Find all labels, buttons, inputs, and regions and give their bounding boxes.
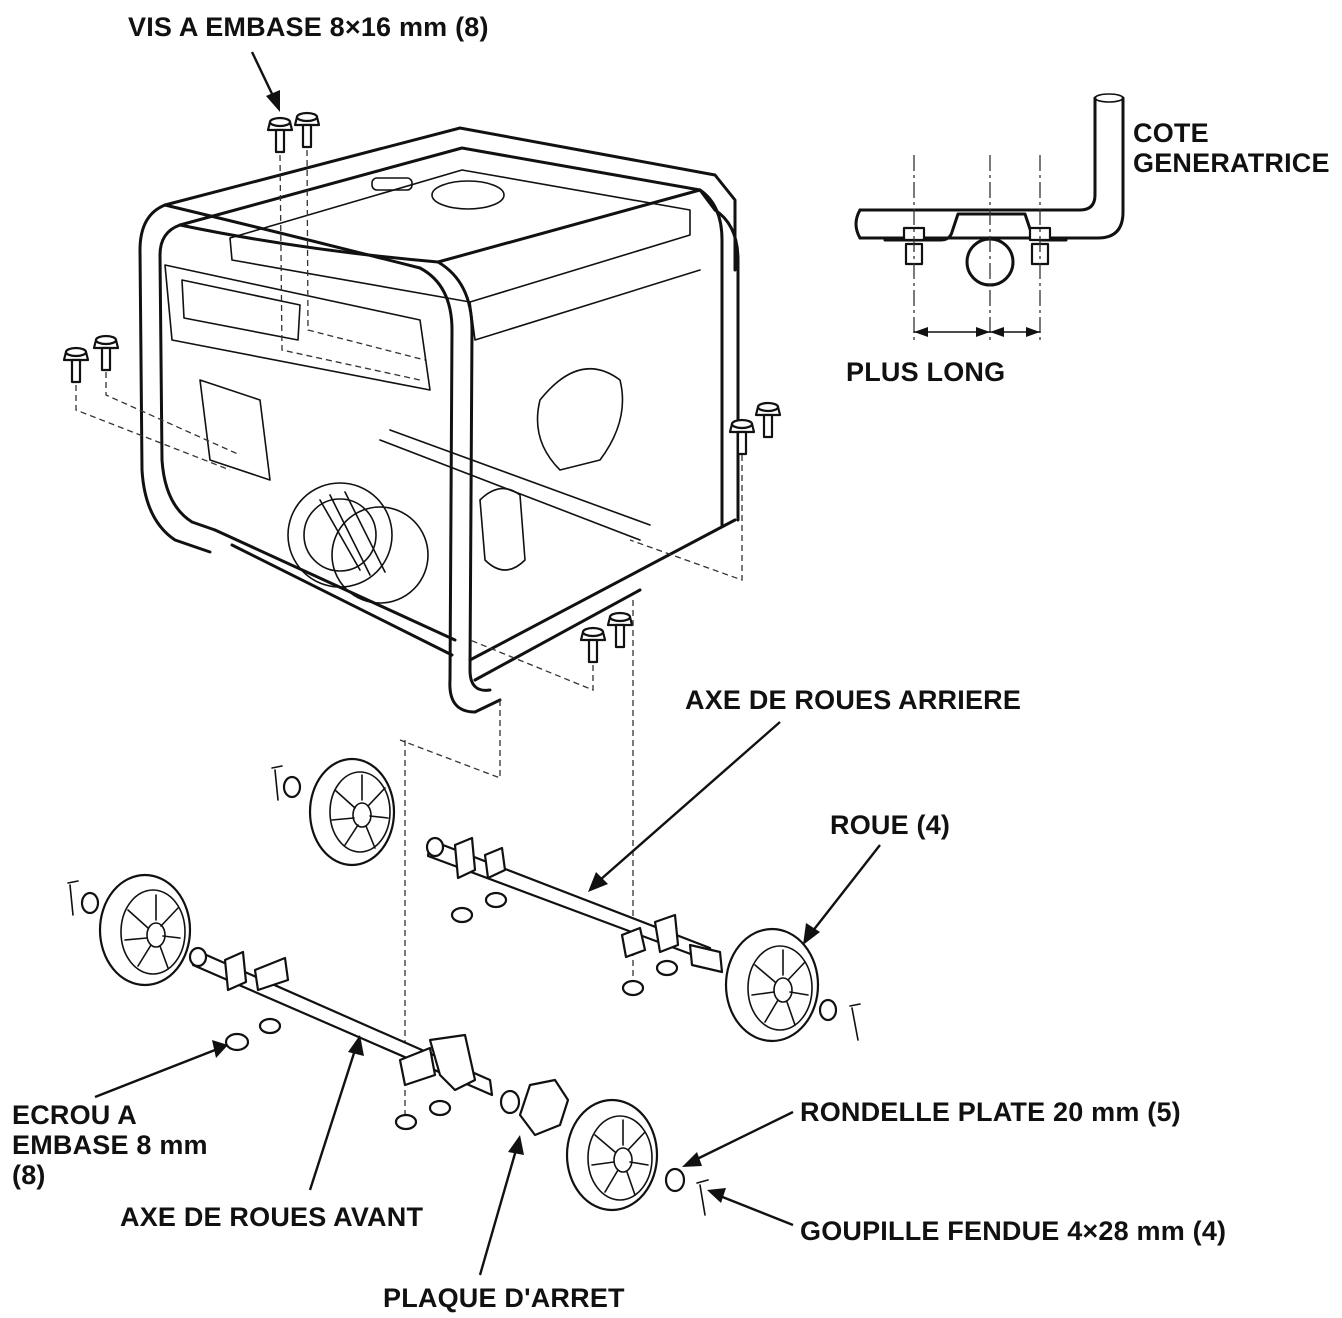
generator-frame — [138, 126, 740, 714]
label-cote-generatrice-line1: COTE — [1133, 118, 1209, 148]
label-plus-long: PLUS LONG — [846, 357, 1006, 387]
label-ecrou-embase: ECROU A EMBASE 8 mm (8) — [12, 1100, 208, 1190]
label-rondelle-plate: RONDELLE PLATE 20 mm (5) — [800, 1097, 1181, 1127]
label-ecrou-line1: ECROU A — [12, 1100, 137, 1130]
label-ecrou-line3: (8) — [12, 1160, 46, 1190]
label-axe-roues-avant: AXE DE ROUES AVANT — [120, 1202, 424, 1232]
label-cote-generatrice: COTE GENERATRICE — [1133, 118, 1330, 178]
label-goupille-fendue: GOUPILLE FENDUE 4×28 mm (4) — [800, 1216, 1227, 1246]
label-ecrou-line2: EMBASE 8 mm — [12, 1130, 208, 1160]
rear-axle-assembly — [271, 757, 861, 1043]
front-axle-assembly — [67, 873, 709, 1216]
label-cote-generatrice-line2: GENERATRICE — [1133, 148, 1330, 178]
label-roue: ROUE (4) — [830, 810, 951, 840]
label-axe-roues-arriere: AXE DE ROUES ARRIERE — [685, 685, 1022, 715]
label-vis-embase: VIS A EMBASE 8×16 mm (8) — [128, 12, 489, 42]
leader-arrows — [94, 51, 881, 1276]
label-plaque-arret: PLAQUE D'ARRET — [383, 1283, 625, 1313]
flange-bolt-icons — [62, 111, 782, 664]
inset-mounting-detail — [854, 93, 1125, 340]
